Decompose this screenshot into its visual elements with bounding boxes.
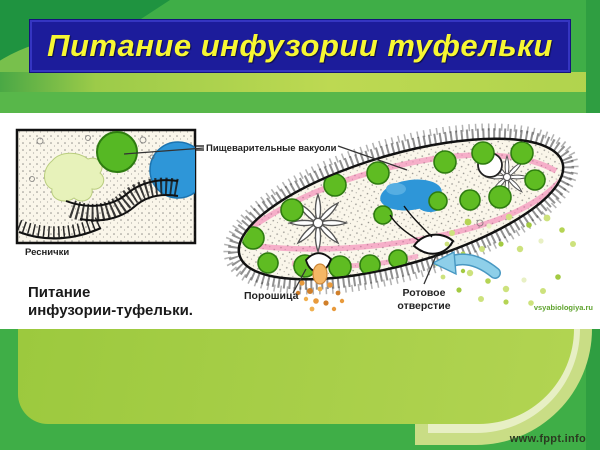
paramecium-cell — [223, 123, 579, 312]
expelled-particles — [295, 280, 345, 312]
slide-title: Питание инфузории туфельки — [47, 28, 553, 63]
oral-opening — [412, 233, 455, 255]
inset-closeup — [15, 128, 197, 245]
background-lower-panel — [18, 329, 574, 424]
label-cytoproct: Порошица — [244, 290, 299, 302]
intake-arrow — [431, 250, 501, 279]
label-digestive-vacuoles: Пищеварительные вакуоли — [206, 143, 337, 154]
diagram-panel: Пищеварительные вакуоли Реснички Порошиц… — [0, 113, 600, 329]
inset-food-vacuole — [96, 131, 138, 173]
paramecium-diagram: Пищеварительные вакуоли Реснички Порошиц… — [15, 123, 579, 312]
template-watermark: www.fppt.info — [509, 433, 586, 445]
background-green-band — [0, 92, 600, 113]
caption-line: инфузории-туфельки. — [28, 302, 193, 319]
label-oral-opening: отверстие — [397, 300, 450, 312]
label-cilia: Реснички — [25, 247, 69, 258]
inset-cilia-row — [17, 216, 102, 238]
caption-line: Питание — [28, 284, 91, 301]
label-oral-opening: Ротовое — [403, 287, 446, 299]
food-particles — [434, 213, 576, 306]
diagram-caption: Питание инфузории-туфельки. — [28, 284, 193, 320]
membrane-band — [247, 179, 563, 252]
slide-title-bar: Питание инфузории туфельки — [30, 20, 570, 72]
background-swoosh-band — [0, 72, 600, 92]
food-clump — [44, 152, 105, 202]
image-credit: vsyabiologiya.ru — [533, 303, 593, 312]
